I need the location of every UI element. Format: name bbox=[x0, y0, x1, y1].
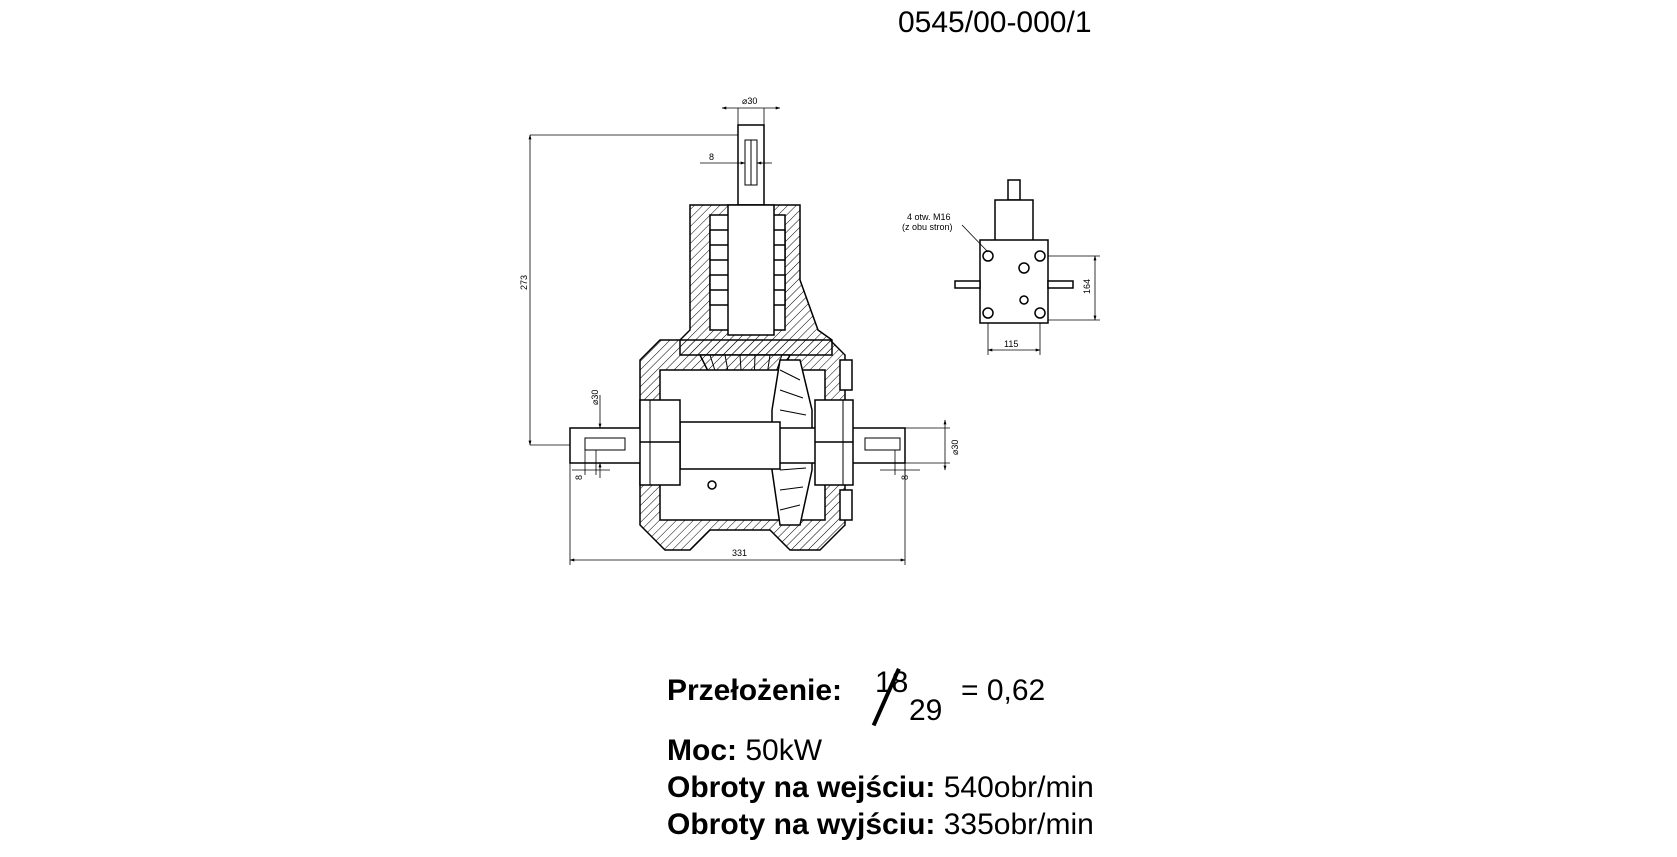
dim-left-shaft-diameter: ⌀30 bbox=[590, 390, 600, 405]
dim-right-shaft-diameter: ⌀30 bbox=[950, 440, 960, 455]
power-label: Moc: bbox=[667, 734, 737, 767]
power-value: 50kW bbox=[745, 734, 823, 767]
dim-overall-width: 331 bbox=[732, 548, 747, 558]
side-view bbox=[954, 179, 1074, 324]
output-speed-row: Obroty na wyjściu: 335obr/min bbox=[667, 806, 1094, 843]
dim-right-key-width: 8 bbox=[900, 475, 910, 480]
input-speed-value: 540obr/min bbox=[943, 771, 1094, 804]
dim-input-shaft-diameter: ⌀30 bbox=[742, 96, 757, 106]
dim-side-width: 115 bbox=[1004, 339, 1018, 349]
specifications: Przełożenie: 18 29 = 0,62 Moc: 50kW Obro… bbox=[667, 666, 1094, 843]
dim-height: 273 bbox=[519, 275, 529, 290]
ratio-row: Przełożenie: 18 29 = 0,62 bbox=[667, 666, 1094, 732]
front-section-view bbox=[569, 124, 906, 551]
dim-side-height: 164 bbox=[1082, 279, 1092, 294]
main-view-dimensions bbox=[528, 106, 950, 565]
side-view-dimensions bbox=[961, 224, 1100, 355]
ratio-value: = 0,62 bbox=[961, 674, 1046, 707]
ratio-fraction: 18 29 bbox=[867, 664, 947, 727]
hole-note-line2: (z obu stron) bbox=[902, 222, 953, 232]
input-speed-row: Obroty na wejściu: 540obr/min bbox=[667, 769, 1094, 806]
dim-input-key-width: 8 bbox=[709, 152, 714, 162]
ratio-denominator: 29 bbox=[909, 694, 943, 727]
output-speed-label: Obroty na wyjściu: bbox=[667, 808, 936, 841]
output-speed-value: 335obr/min bbox=[943, 808, 1094, 841]
ratio-label: Przełożenie: bbox=[667, 674, 843, 707]
hole-note-line1: 4 otw. M16 bbox=[907, 212, 951, 222]
power-row: Moc: 50kW bbox=[667, 732, 1094, 769]
drawing-number: 0545/00-000/1 bbox=[898, 6, 1092, 39]
dim-left-key-width: 8 bbox=[574, 475, 584, 480]
input-speed-label: Obroty na wejściu: bbox=[667, 771, 936, 804]
